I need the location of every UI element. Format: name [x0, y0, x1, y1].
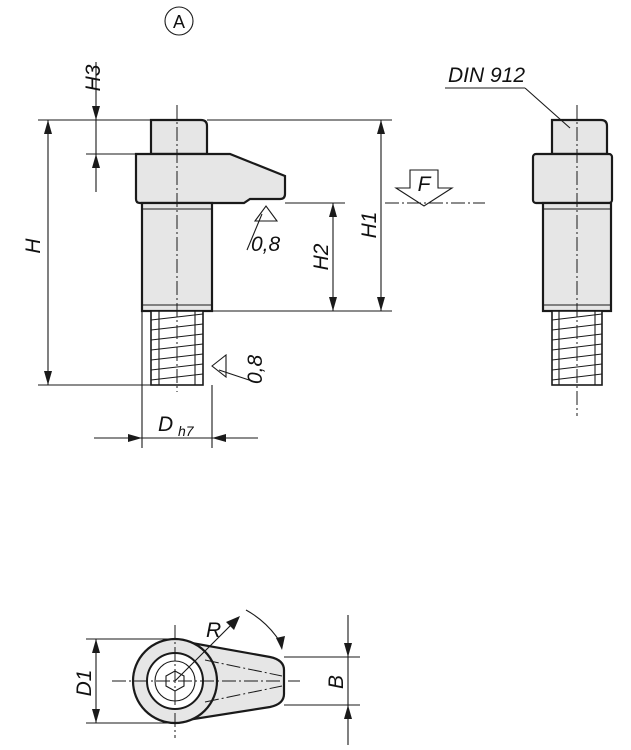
dim-B: B	[284, 615, 360, 745]
dim-H1: H1	[207, 119, 392, 312]
label-D-sub: h7	[178, 423, 195, 439]
bottom-view-part	[112, 625, 300, 738]
label-H2: H2	[310, 243, 333, 270]
dim-H2: H2	[285, 202, 345, 311]
dim-H: H	[22, 119, 151, 386]
label-din: DIN 912	[448, 64, 525, 87]
label-F: F	[418, 173, 432, 196]
label-H: H	[22, 238, 45, 254]
dim-D: D h7	[94, 311, 258, 448]
label-B: B	[325, 675, 348, 689]
label-D1: D1	[73, 670, 96, 697]
label-surface-upper: 0,8	[251, 233, 281, 256]
force-marker: F	[385, 169, 485, 207]
dim-R: R	[174, 609, 285, 682]
label-D: D	[158, 413, 173, 436]
surface-symbol-upper: 0,8	[246, 205, 281, 256]
din-callout: DIN 912	[445, 64, 571, 129]
left-view-part	[134, 105, 287, 392]
dim-D1: D1	[73, 638, 175, 724]
label-H1: H1	[358, 212, 381, 239]
right-view-part	[531, 105, 614, 416]
label-R: R	[206, 619, 221, 642]
label-surface-lower: 0,8	[244, 354, 267, 384]
view-marker: A	[164, 6, 194, 36]
label-H3: H3	[82, 64, 105, 91]
view-marker-label: A	[173, 12, 185, 32]
surface-symbol-lower: 0,8	[211, 353, 267, 384]
